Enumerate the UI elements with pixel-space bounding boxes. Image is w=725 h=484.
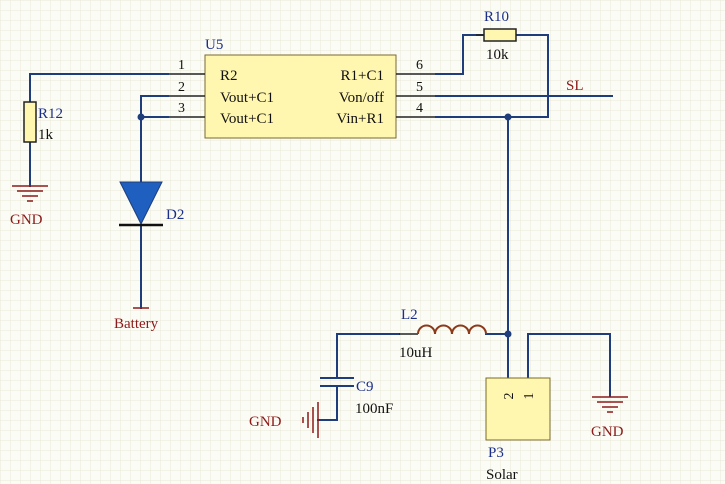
gnd-cap-symbol: GND — [249, 402, 319, 438]
p3-connector[interactable]: 2 1 P3 Solar — [485, 377, 551, 483]
u5-pin2-name: Vout+C1 — [220, 90, 274, 106]
l2-value: 10uH — [399, 345, 433, 361]
wire-c9-l2 — [336, 333, 400, 379]
r10-ref: R10 — [484, 9, 509, 25]
u5-ic[interactable]: U5 1 2 3 6 5 4 R2 Vout+C1 Vout+C1 R1+C1 … — [168, 37, 436, 139]
r12-body — [23, 101, 37, 143]
p3-body — [485, 377, 551, 441]
d2-diode[interactable]: D2 — [119, 181, 184, 227]
d2-ref: D2 — [166, 207, 184, 223]
wire-u5-pin2-d2 — [140, 95, 169, 183]
u5-ref: U5 — [205, 37, 223, 53]
junction-dot — [504, 113, 512, 121]
u5-pin5-num: 5 — [416, 80, 423, 95]
u5-pin4-name: Vin+R1 — [336, 111, 384, 127]
u5-pin3-num: 3 — [178, 101, 185, 116]
junction-dot — [137, 113, 145, 121]
gnd-left-label: GND — [10, 212, 43, 228]
c9-ref: C9 — [356, 379, 374, 395]
r10-value: 10k — [486, 47, 509, 63]
wires — [29, 34, 613, 397]
wire-r10-pin4 — [515, 34, 549, 118]
r12-resistor[interactable]: R12 1k — [23, 101, 63, 143]
r10-body — [483, 28, 517, 42]
l2-ref: L2 — [401, 307, 418, 323]
r12-ref: R12 — [38, 106, 63, 122]
p3-ref: P3 — [488, 445, 504, 461]
r10-resistor[interactable]: R10 10k — [476, 9, 517, 63]
c9-lead-gnd — [317, 385, 338, 421]
u5-pin3-name: Vout+C1 — [220, 111, 274, 127]
junction-dot — [504, 330, 512, 338]
wire-u5-pin6-r10 — [435, 34, 485, 75]
u5-pin1-num: 1 — [178, 58, 185, 73]
u5-pin1-name: R2 — [220, 68, 238, 84]
gnd-cap-label: GND — [249, 414, 282, 430]
u5-pin4-num: 4 — [416, 101, 423, 116]
p3-pin1-num: 1 — [522, 393, 537, 400]
u5-pin6-name: R1+C1 — [341, 68, 384, 84]
gnd-left-symbol: GND — [10, 185, 48, 228]
u5-pin2-num: 2 — [178, 80, 185, 95]
c9-capacitor[interactable]: C9 100nF — [317, 377, 393, 421]
gnd-right-symbol: GND — [591, 396, 628, 440]
d2-body — [119, 181, 163, 226]
sl-net-label: SL — [566, 78, 584, 94]
r12-value: 1k — [38, 127, 54, 143]
p3-pin2-num: 2 — [502, 393, 517, 400]
p3-value: Solar — [486, 467, 518, 483]
c9-value: 100nF — [355, 401, 393, 417]
wire-p3-gnd — [527, 333, 611, 397]
wire-u5-pin1-r12 — [29, 73, 169, 103]
gnd-right-label: GND — [591, 424, 624, 440]
battery-label: Battery — [114, 316, 159, 332]
u5-pin6-num: 6 — [416, 58, 423, 73]
l2-coils — [417, 324, 487, 335]
battery-port: Battery — [114, 307, 159, 332]
l2-inductor[interactable]: L2 10uH — [399, 307, 487, 361]
u5-pin5-name: Von/off — [339, 90, 384, 106]
u5-body — [204, 54, 397, 139]
